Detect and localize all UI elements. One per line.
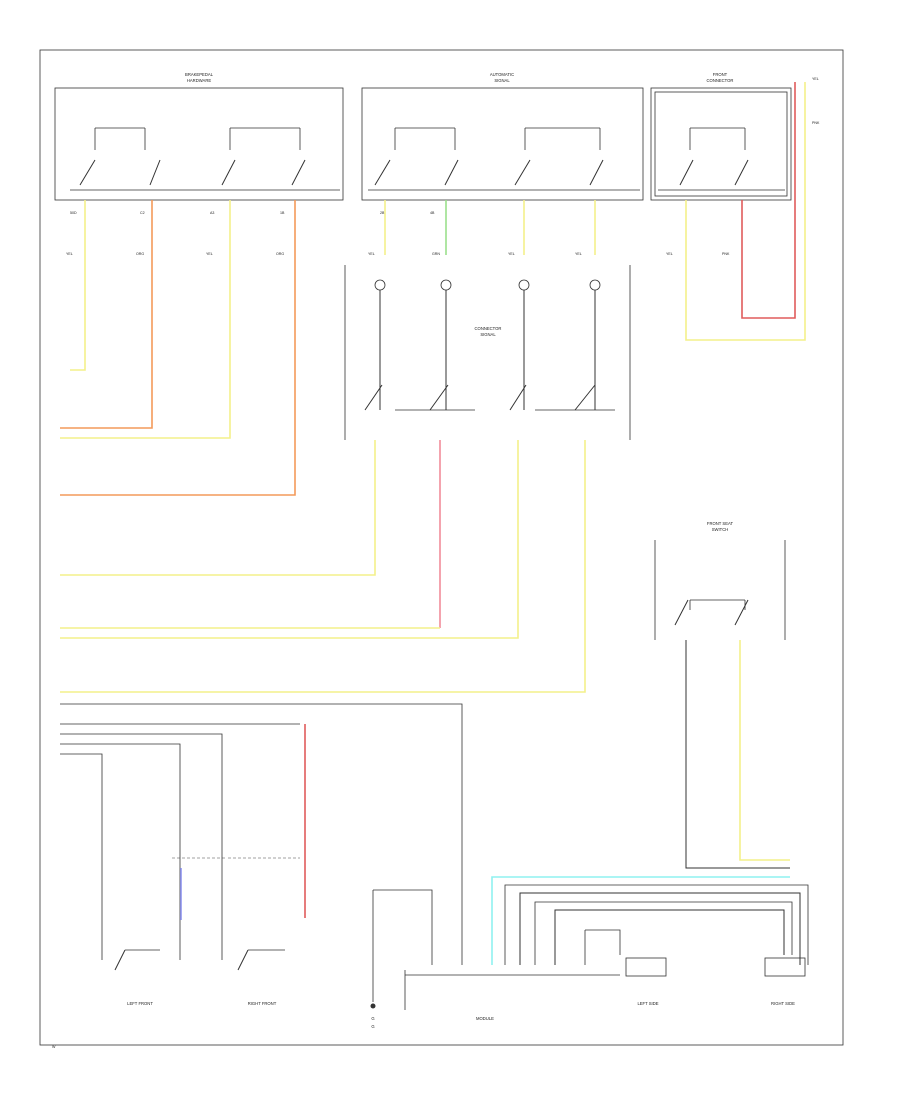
- connector-box-2: AUTOMATIC SIGNAL: [361, 72, 644, 201]
- box-3-title-b: CONNECTOR: [707, 78, 734, 83]
- wires-left-group: [60, 200, 296, 496]
- pin-label: 50D: [70, 211, 77, 215]
- box-5-title-b: SWITCH: [712, 527, 729, 532]
- wire-label: YEL: [508, 252, 515, 256]
- pin-label: C2: [140, 211, 145, 215]
- component-label: LEFT FRONT: [127, 1001, 153, 1006]
- connector-box-5: FRONT SEAT SWITCH: [491, 521, 790, 965]
- box-3-title-a: FRONT: [713, 72, 728, 77]
- pin-label: 2B: [380, 211, 385, 215]
- switches-top: [70, 127, 785, 191]
- wires-bottom-left: [60, 703, 463, 971]
- pin-label: 1B: [280, 211, 285, 215]
- component-label: LEFT SIDE: [637, 1001, 658, 1006]
- connector-box-1: BRAKEPEDAL HARDWARE: [54, 72, 344, 201]
- wire-label: ORG: [136, 252, 144, 256]
- component-label: MODULE: [476, 1016, 494, 1021]
- wire-label: GRN: [432, 252, 440, 256]
- pin-label: 4B: [430, 211, 435, 215]
- wire-label: YEL: [66, 252, 73, 256]
- bottom-labels: LEFT FRONT RIGHT FRONT G MODULE LEFT SID…: [127, 1001, 795, 1029]
- wires-center-group: [60, 200, 596, 693]
- page-code: W: [52, 1045, 56, 1049]
- bottom-module-area: G: [370, 884, 809, 1021]
- wires-right-top: YEL PNK: [685, 77, 820, 341]
- box-2-title-a: AUTOMATIC: [490, 72, 514, 77]
- wire-color-labels: YEL ORG YEL ORG YEL GRN YEL YEL YEL PNK: [66, 252, 730, 256]
- box-1-title-a: BRAKEPEDAL: [185, 72, 214, 77]
- wire-label: YEL: [575, 252, 582, 256]
- pin-labels-row: 50D C2 A3 1B 2B 4B: [70, 211, 435, 215]
- wire-label: YEL: [666, 252, 673, 256]
- connector-box-3: FRONT CONNECTOR: [650, 72, 792, 201]
- component-label: RIGHT SIDE: [771, 1001, 795, 1006]
- center-relay-block: CONNECTOR SIGNAL: [344, 265, 631, 440]
- right-callout: YEL: [812, 77, 819, 81]
- wire-label: ORG: [276, 252, 284, 256]
- box-1-title-b: HARDWARE: [187, 78, 211, 83]
- component-label: G: [371, 1024, 374, 1029]
- pin-label: A3: [210, 211, 214, 215]
- wire-label: YEL: [206, 252, 213, 256]
- ground-label: G: [371, 1016, 374, 1021]
- box-5-title-a: FRONT SEAT: [707, 521, 734, 526]
- diagram-frame: [39, 49, 844, 1046]
- wire-label: PNK: [722, 252, 730, 256]
- box-2-title-b: SIGNAL: [494, 78, 510, 83]
- wire-label: YEL: [368, 252, 375, 256]
- center-block-label-a: CONNECTOR: [475, 326, 502, 331]
- center-block-label-b: SIGNAL: [480, 332, 496, 337]
- component-label: RIGHT FRONT: [248, 1001, 277, 1006]
- right-callout: PNK: [812, 121, 820, 125]
